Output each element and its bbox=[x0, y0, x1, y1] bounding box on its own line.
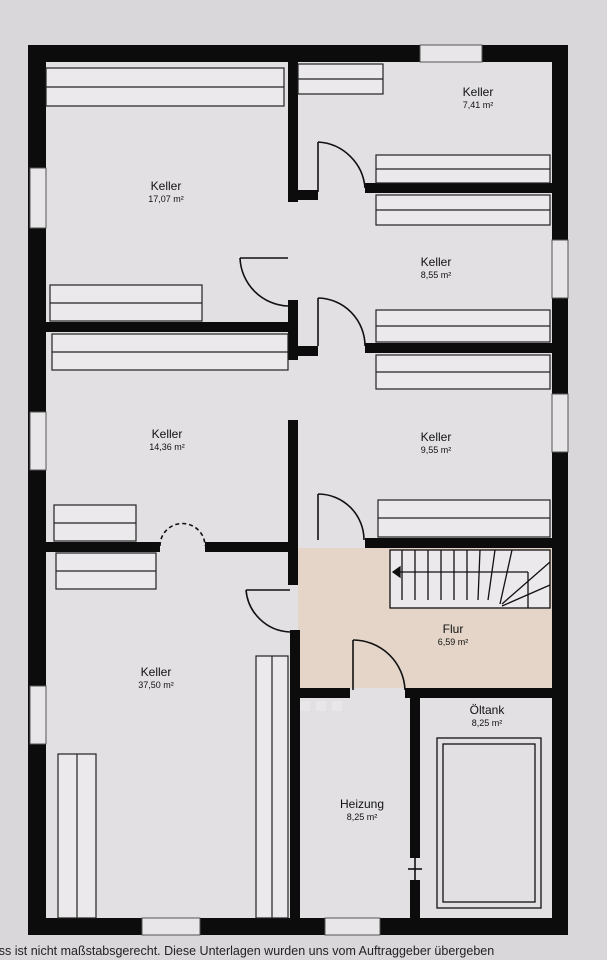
room-name: Heizung bbox=[340, 797, 384, 811]
room-area: 14,36 m² bbox=[149, 442, 185, 452]
room-name: Keller bbox=[151, 179, 182, 193]
room-name: Keller bbox=[141, 665, 172, 679]
room-area: 8,55 m² bbox=[421, 270, 452, 280]
room-area: 6,59 m² bbox=[438, 637, 469, 647]
room-area: 8,25 m² bbox=[347, 812, 378, 822]
windows bbox=[29, 44, 569, 936]
room-name: Flur bbox=[443, 622, 464, 636]
room-name: Keller bbox=[463, 85, 494, 99]
room-name: Öltank bbox=[470, 703, 506, 717]
chimney bbox=[300, 701, 342, 711]
room-area: 17,07 m² bbox=[148, 194, 184, 204]
oil-tank bbox=[436, 737, 542, 909]
shelves bbox=[45, 63, 551, 919]
room-area: 37,50 m² bbox=[138, 680, 174, 690]
walls bbox=[28, 45, 568, 935]
room-area: 7,41 m² bbox=[463, 100, 494, 110]
room-name: Keller bbox=[421, 255, 452, 269]
room-name: Keller bbox=[421, 430, 452, 444]
room-area: 9,55 m² bbox=[421, 445, 452, 455]
room-name: Keller bbox=[152, 427, 183, 441]
disclaimer-caption: iss ist nicht maßstabsgerecht. Diese Unt… bbox=[0, 944, 495, 958]
room-area: 8,25 m² bbox=[472, 718, 503, 728]
doors bbox=[159, 141, 422, 880]
staircase bbox=[389, 549, 551, 609]
